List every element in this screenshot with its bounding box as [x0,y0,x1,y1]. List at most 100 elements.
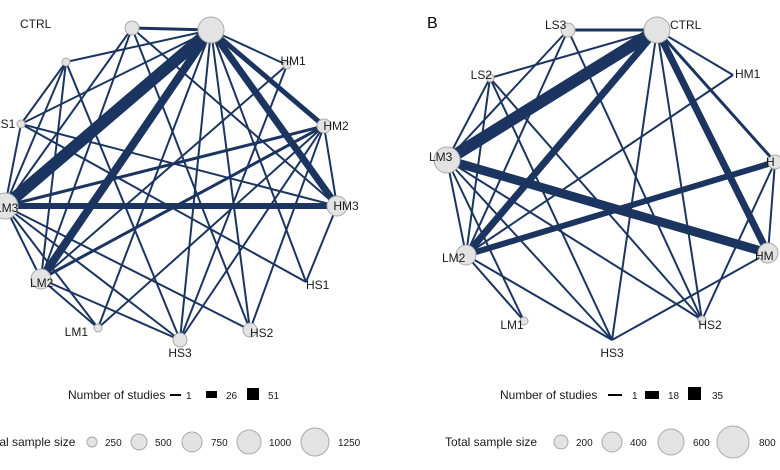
panel-b-label: B [427,15,438,32]
node-lm2-label: LM2 [30,276,54,290]
node-lm1-label: LM1 [65,325,89,339]
node-hm1-label: HM1 [280,54,306,68]
sample-legend-circle [86,436,98,448]
node-lm3-label: LM3 [429,150,453,164]
sample-legend-title: Total sample size [445,435,537,449]
sample-legend-circle [657,428,685,456]
edge-lm3-hm2 [4,124,325,208]
edge-ctrl-hs3 [611,29,658,341]
panel-b-sample-legend: Total sample size 200 400 600 800 [445,425,776,459]
edge-lm1-hm2 [97,125,325,329]
node-hs3-circle [172,332,188,348]
sample-legend-circle [181,431,203,453]
edge-lm3-hm3 [445,155,770,258]
sample-legend-tick: 200 [576,438,593,449]
edge-ctrl-hs3 [179,29,212,341]
edge-hm3-hm2 [323,125,338,207]
panel-a-network: CTRLLS3LS2LS1LM3LM2LM1HS3HS2HS1HM3HM2HM1 [0,16,359,360]
edge-lm2-hm1 [40,64,288,280]
studies-legend-swatch-medium [645,391,659,399]
sample-legend-circle [300,427,330,457]
node-lm2-circle [30,268,52,290]
node-ctrl-label: CTRL [20,17,52,31]
sample-legend-tick: 800 [759,438,776,449]
edge-ls3-lm2 [465,29,569,256]
edge-ctrl-hs2 [210,29,251,331]
sample-legend-tick: 500 [155,438,172,449]
sample-legend-title: tal sample size [0,435,76,449]
node-lm3-circle [0,192,19,220]
node-ls3-label: LS3 [545,18,567,32]
node-hm2-label: HM2 [323,119,349,133]
edge-hs3-hm2 [179,125,325,341]
panel-b-studies-legend: Number of studies 1 18 35 [500,387,724,402]
edge-lm2-hm1 [465,74,734,256]
node-ls3-circle [560,22,576,38]
node-hs3-label: HS3 [168,346,192,360]
sample-legend-tick: 750 [211,438,228,449]
edge-ctrl-ls1 [20,29,212,125]
sample-legend-tick: 1250 [338,438,361,449]
node-ls2-label: LS2 [471,68,493,82]
studies-legend-tick: 1 [632,391,638,402]
node-ctrl-circle [197,16,225,44]
sample-legend-tick: 1000 [269,438,292,449]
edge-ctrl-lm2 [463,27,660,258]
edge-lm3-hs2 [446,159,703,321]
node-ls1-label: LS1 [0,117,16,131]
panel-a-edges [1,25,340,341]
edge-ls3-lm3 [446,29,569,161]
studies-legend-title: Number of studies [500,388,597,402]
node-lm1-label: LM1 [500,318,524,332]
sample-legend-tick: 600 [693,438,710,449]
node-ctrl-label: CTRL [670,18,702,32]
edge-ctrl-ls2 [489,29,658,79]
edge-lm3-hs2 [4,205,251,331]
node-ls2-circle [485,73,495,83]
studies-legend-swatch-large [688,387,701,400]
sample-legend-circle [553,434,569,450]
node-lm3-circle [433,146,461,174]
studies-legend-tick: 35 [712,391,724,402]
sample-legend-circle [716,425,750,459]
edge-ls3-lm2 [40,27,133,280]
edge-ls3-lm3 [4,27,133,207]
studies-legend-tick: 18 [668,391,680,402]
edge-ctrl-lm2 [37,27,215,282]
edge-lm2-hm2 [40,124,325,281]
panel-a-nodes: CTRLLS3LS2LS1LM3LM2LM1HS3HS2HS1HM3HM2HM1 [0,16,359,360]
node-hs2-label: HS2 [698,318,722,332]
edge-ctrl-hm1 [656,29,734,76]
edge-lm2-lm1 [40,278,99,329]
edge-ls3-hs2 [567,29,703,321]
edge-hs3-hm1 [179,64,288,341]
studies-legend-swatch-large [247,388,259,400]
node-ls2-circle [61,57,71,67]
node-hm1-circle [282,60,292,70]
edge-ls2-lm3 [4,61,67,207]
studies-legend-tick: 51 [268,391,280,402]
node-lm1-circle [519,316,529,326]
node-hm2-circle [767,154,780,170]
edge-ctrl-lm3 [1,25,215,211]
sample-legend-circle [130,433,148,451]
edge-hs2-hm2 [249,125,325,331]
node-hs3-label: HS3 [600,346,624,360]
node-lm2-label: LM2 [442,251,466,265]
node-lm2-circle [455,244,477,266]
sample-legend-tick: 250 [105,438,122,449]
panel-a-studies-legend: Number of studies 1 26 51 [68,388,280,402]
edge-ls1-hm3 [20,123,338,207]
edge-hs3-hm3 [611,252,769,341]
edge-lm3-hs3 [4,205,181,341]
sample-legend-circle [601,431,623,453]
node-hm2-circle [316,118,332,134]
edge-ctrl-hm1 [210,29,288,66]
edge-hs1-hm3 [305,205,338,283]
edge-lm2-hs3 [40,278,181,341]
studies-legend-tick: 1 [186,391,192,402]
edge-lm3-lm2 [4,205,42,280]
studies-legend-swatch-medium [206,391,217,398]
edge-lm3-lm2 [446,159,467,256]
